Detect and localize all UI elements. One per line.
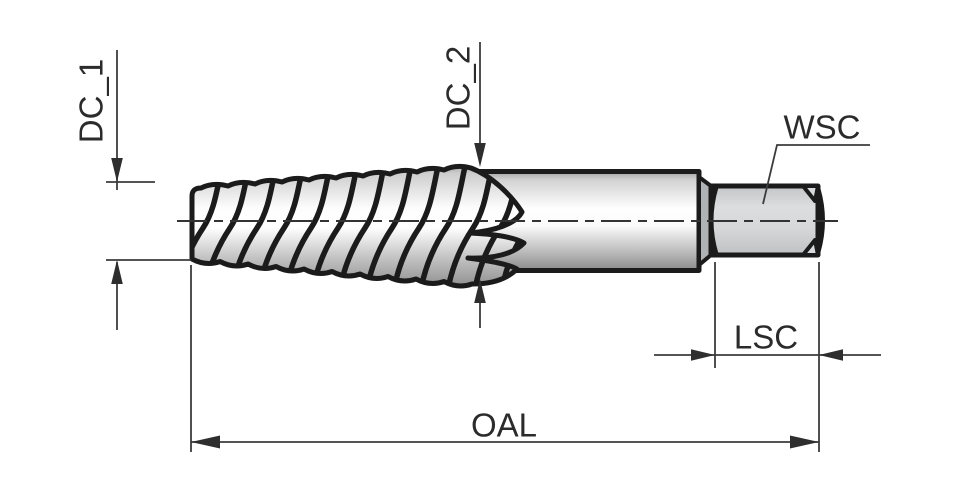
oal-label: OAL (471, 407, 537, 444)
flute-line (363, 166, 415, 286)
dimension-wsc: WSC (762, 109, 870, 205)
oal-arrow-left (191, 435, 220, 449)
flute-line (336, 166, 388, 286)
lsc-arrow-right (691, 349, 715, 361)
dc1-arrow-down (111, 158, 123, 182)
dimension-dc1: DC_1 (73, 50, 191, 330)
flute-line (444, 166, 496, 286)
lsc-label: LSC (734, 319, 798, 356)
dc1-arrow-up (111, 260, 123, 284)
dc2-label: DC_2 (440, 46, 477, 130)
lsc-arrow-left (819, 349, 843, 361)
dimension-dc2: DC_2 (440, 42, 486, 328)
dc2-arrow-up (474, 279, 486, 303)
extractor-fluted-section (189, 163, 527, 289)
wsc-label: WSC (784, 109, 861, 146)
flute-line (390, 166, 442, 286)
dimension-oal: OAL (190, 265, 819, 452)
dimension-lsc: LSC (654, 262, 881, 452)
flute-line (417, 166, 469, 286)
flute-line (192, 166, 199, 286)
oal-arrow-right (790, 435, 819, 449)
flute-line (498, 166, 524, 286)
dc1-label: DC_1 (73, 59, 110, 143)
square-chamfer-bottom (801, 238, 820, 257)
flute-line (309, 166, 361, 286)
square-chamfer-top (801, 184, 820, 203)
dc2-arrow-down (474, 143, 486, 167)
